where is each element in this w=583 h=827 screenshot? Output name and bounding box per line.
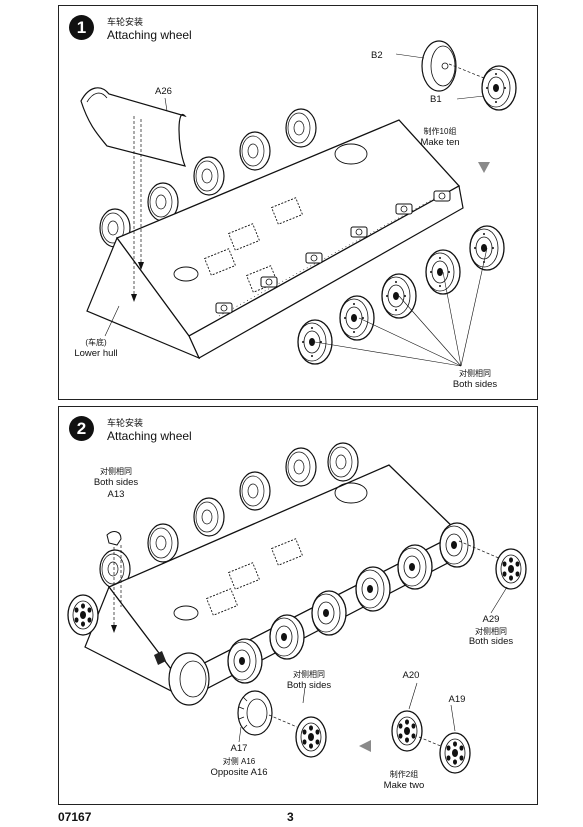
label-make-ten-en: Make ten [420, 137, 460, 148]
label-both-sides-c-en: Both sides [286, 680, 332, 691]
fender-part-a26 [80, 87, 187, 302]
label-lower-hull-en: Lower hull [74, 348, 118, 359]
label-a17: A17 [230, 743, 248, 754]
idler-wheel [67, 594, 99, 636]
label-b1: B1 [430, 94, 442, 105]
part-a17-assembly [237, 690, 327, 758]
label-a13: A13 [107, 489, 125, 500]
product-code: 07167 [58, 810, 92, 824]
step-2-panel: 2 车轮安装 Attaching wheel [58, 406, 538, 805]
part-a20-a19-assembly [391, 710, 471, 774]
label-both-sides-c-zh: 对侧相同 [293, 670, 325, 679]
front-hub [154, 651, 210, 706]
label-a20: A20 [402, 670, 420, 681]
step-number-badge: 2 [69, 416, 94, 441]
callout-lines [104, 53, 488, 367]
step-number-badge: 1 [69, 15, 94, 40]
label-opposite-zh: 对侧 A16 [222, 757, 256, 766]
label-both-sides-en: Both sides [452, 379, 498, 390]
label-make-two-en: Make two [383, 780, 425, 791]
part-a29-wheel [458, 540, 527, 590]
label-make-two-zh: 制作2组 [389, 770, 419, 779]
step-title-zh: 车轮安装 [107, 418, 144, 428]
lower-hull [86, 119, 464, 360]
step-title-zh: 车轮安装 [107, 17, 144, 27]
step-title: 车轮安装 Attaching wheel [107, 16, 192, 42]
page-number: 3 [287, 810, 294, 824]
step-title-en: Attaching wheel [107, 28, 192, 42]
label-both-sides-b-en: Both sides [468, 636, 514, 647]
label-a29: A29 [482, 614, 500, 625]
label-both-sides-a-zh: 对侧相同 [100, 467, 132, 476]
label-both-sides-a-en: Both sides [93, 477, 139, 488]
label-make-ten-zh: 制作10组 [423, 127, 457, 136]
step-title-en: Attaching wheel [107, 429, 192, 443]
step-1-panel: 1 车轮安装 Attaching wheel [58, 5, 538, 400]
label-both-sides-b-zh: 对侧相同 [475, 627, 507, 636]
part-a13 [106, 531, 122, 633]
label-both-sides-zh: 对侧相同 [459, 369, 491, 378]
step-2-illustration [67, 442, 527, 774]
label-lower-hull-zh: (车底) [85, 338, 107, 347]
step-title: 车轮安装 Attaching wheel [107, 417, 192, 443]
left-arrow-icon [359, 740, 371, 752]
label-b2: B2 [371, 50, 383, 61]
label-a26: A26 [155, 86, 172, 97]
label-a19: A19 [448, 694, 466, 705]
down-arrow-icon [478, 162, 490, 173]
label-opposite-en: Opposite A16 [210, 767, 268, 778]
wheel-assembly-b1-b2 [421, 40, 517, 111]
callout-lines [238, 586, 508, 743]
step-1-illustration [80, 40, 517, 367]
